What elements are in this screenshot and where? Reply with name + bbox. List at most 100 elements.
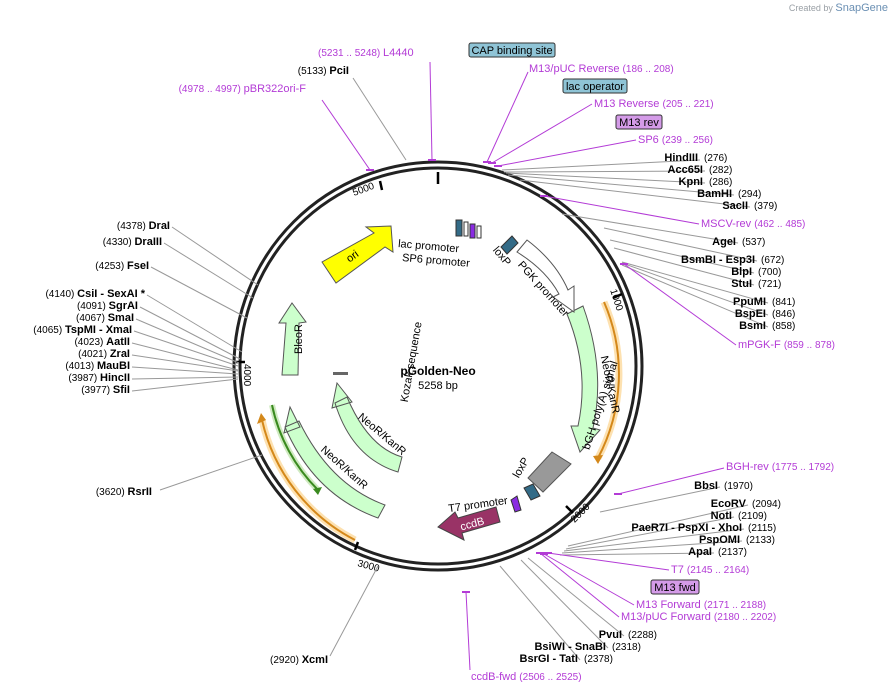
leader-stu [613,247,755,286]
lac-promoter-label: lac promoter [398,238,460,255]
cap-binding-site-tag: CAP binding site [468,42,556,58]
loxp-top-feature [500,235,519,255]
label-tspm: (4065) TspMI - XmaI [33,324,132,336]
label-sma: (4067) SmaI [76,312,134,324]
leader-sma [135,318,240,364]
leader-sfi [131,378,239,392]
ori-feature [321,225,394,284]
label-mau: (4013) MauBI [65,360,130,372]
ccdb-feature [437,506,501,541]
label-sgra: (4091) SgrAI [77,300,138,312]
bleor-label: BleoR [293,324,305,354]
label-pos-apa: (2137) [718,547,747,558]
svg-text:M13 fwd: M13 fwd [654,582,696,594]
label-aat: (4023) AatII [74,336,130,348]
leader-xcm [329,565,379,657]
m13-fwd-tag: M13 fwd [650,579,700,595]
snapgene-logo: SnapGene [835,2,888,14]
label-pos-acc: (282) [709,165,732,176]
site-labels: (5231 .. 5248) L4440(5133) PciI(4978 .. … [33,47,835,683]
neor-outer-feature [283,405,386,519]
label-m13puc: M13/pUC Reverse (186 .. 208) [529,63,674,75]
label-stu: StuI [731,278,752,290]
sp6-box [476,225,482,239]
label-xcm: (2920) XcmI [270,654,328,666]
label-rsr: (3620) RsrII [96,486,152,498]
neor-inner-feature [331,381,403,473]
bgh-feature [527,451,572,493]
label-hind: HindIII [664,152,698,164]
kozak-mark [333,372,348,375]
label-m13f: M13 Forward (2171 .. 2188) [636,599,766,611]
leader-mpgk [623,263,737,346]
backbone-outer [232,160,644,572]
label-pos-pspo: (2133) [746,535,775,546]
leader-sac [519,179,751,208]
label-csi: (4140) CsiI - SexAI * [45,288,145,300]
label-pos-bspe: (846) [772,309,795,320]
label-sac: SacII [722,200,748,212]
label-pos-bam: (294) [738,189,761,200]
leader-bam [507,174,735,196]
label-dra: (4378) DraI [117,220,170,232]
leader-ppum [621,261,769,304]
label-t7: T7 (2145 .. 2164) [671,564,749,576]
leader-hinc [131,376,239,380]
m13-rev-tag: M13 rev [615,114,663,130]
lac-operator-box [463,221,469,237]
label-hinc: (3987) HincII [68,372,130,384]
svg-text:CAP binding site: CAP binding site [471,45,552,57]
leader-m13puc [486,71,529,163]
loxp-bottom-feature [523,483,541,501]
leader-bsmb [603,227,758,262]
tick-4000: 4000 [241,364,252,387]
leader-m13f [543,553,635,606]
leader-sp6 [497,139,637,167]
leader-ccdbf [465,591,471,671]
label-pcil: (5133) PciI [298,65,349,77]
label-pos-stu: (721) [758,279,781,290]
label-age: AgeI [712,236,736,248]
leader-ecor [567,504,749,547]
label-bspe: BspEI [735,308,766,320]
label-pos-bbs: (1970) [724,481,753,492]
leader-pbr [321,99,371,171]
leader-aat [131,342,239,371]
label-pos-pae: (2115) [748,523,776,534]
backbone-inner [238,166,638,566]
primer-arrow-right [593,455,603,464]
pgk-promoter-feature [516,239,575,313]
leader-apa [559,552,715,556]
label-blp: BlpI [731,266,752,278]
label-ppum: PpuMI [733,296,766,308]
leader-dra [171,226,259,286]
label-zra: (4021) ZraI [78,348,130,360]
label-sp6: SP6 (239 .. 256) [638,134,713,146]
leader-lines [131,61,769,671]
lac-operator-tag: lac operator [562,78,628,94]
label-pos-ecor: (2094) [752,499,781,510]
m13-box [469,223,476,239]
leader-bspe [621,262,769,316]
leader-pae [563,528,745,552]
label-mscv: MSCV-rev (462 .. 485) [701,218,805,230]
label-bbs: BbsI [694,480,718,492]
leader-mau [131,366,239,375]
label-bsmb: BsmBI - Esp3I [681,254,755,266]
svg-text:M13 rev: M13 rev [619,117,659,129]
leader-bsmi [621,264,769,328]
leader-sgra [139,306,241,360]
label-acc: Acc65I [668,164,703,176]
label-pos-hind: (276) [704,153,727,164]
label-pos-blp: (700) [758,267,781,278]
label-pos-bsmi: (858) [772,321,795,332]
tick-5000: 5000 [351,181,376,199]
leader-bbs [599,486,721,513]
label-bsrg: BsrGI - TatI [520,653,578,665]
leader-hind [501,159,701,171]
leader-tspm [133,330,239,367]
label-bsmi: BsmI [739,320,766,332]
label-l4440: (5231 .. 5248) L4440 [318,47,414,59]
label-pspo: PspOMI [699,534,740,546]
